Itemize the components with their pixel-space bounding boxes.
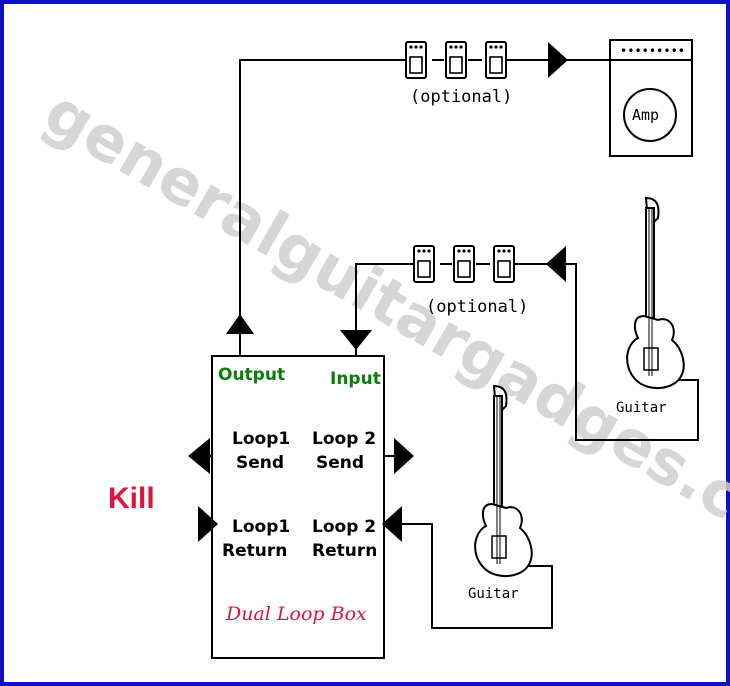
box-title: Dual Loop Box <box>225 603 367 625</box>
amp-arrow-right-icon <box>548 42 568 78</box>
output-label: Output <box>218 365 285 385</box>
loop1-return-label-b: Return <box>222 541 287 561</box>
amp-icon: ••••••••• <box>609 39 693 157</box>
loop2-return-cable <box>402 523 553 629</box>
loop2-send-arrow-right-icon <box>394 438 414 474</box>
output-arrow-up-icon <box>226 314 254 334</box>
pedal-icon <box>493 245 515 283</box>
guitar-bottom-label: Guitar <box>468 586 519 602</box>
kill-label: Kill <box>108 482 155 515</box>
dual-loop-box <box>211 355 385 659</box>
svg-text:•••••••••: ••••••••• <box>620 44 685 58</box>
loop1-return-label-a: Loop1 <box>232 517 290 537</box>
guitar-top-icon <box>626 197 685 390</box>
pedal-icon <box>413 245 435 283</box>
pedal-icon <box>453 245 475 283</box>
pedals-top <box>405 41 507 79</box>
loop2-send-label-a: Loop 2 <box>312 429 376 449</box>
input-label: Input <box>330 369 381 389</box>
input-cable <box>355 263 699 441</box>
loop1-send-label-b: Send <box>236 453 284 473</box>
loop1-send-label-a: Loop1 <box>232 429 290 449</box>
pedal-icon <box>445 41 467 79</box>
amp-label: Amp <box>632 106 659 124</box>
optional-label-mid: (optional) <box>426 297 528 317</box>
loop2-return-label-a: Loop 2 <box>312 517 376 537</box>
pedal-icon <box>485 41 507 79</box>
loop1-return-arrow-right-icon <box>198 506 218 542</box>
pedal-icon <box>405 41 427 79</box>
guitar-top-label: Guitar <box>616 400 667 416</box>
pedals-mid <box>413 245 515 283</box>
loop1-send-arrow-left-icon <box>188 438 210 474</box>
loop2-return-label-b: Return <box>312 541 377 561</box>
loop2-return-arrow-left-icon <box>382 506 402 542</box>
optional-label-top: (optional) <box>410 87 512 107</box>
input-arrow-down-icon <box>340 330 372 350</box>
loop2-send-label-b: Send <box>316 453 364 473</box>
output-cable <box>239 59 610 356</box>
guitar-arrow-left-icon <box>546 246 566 282</box>
